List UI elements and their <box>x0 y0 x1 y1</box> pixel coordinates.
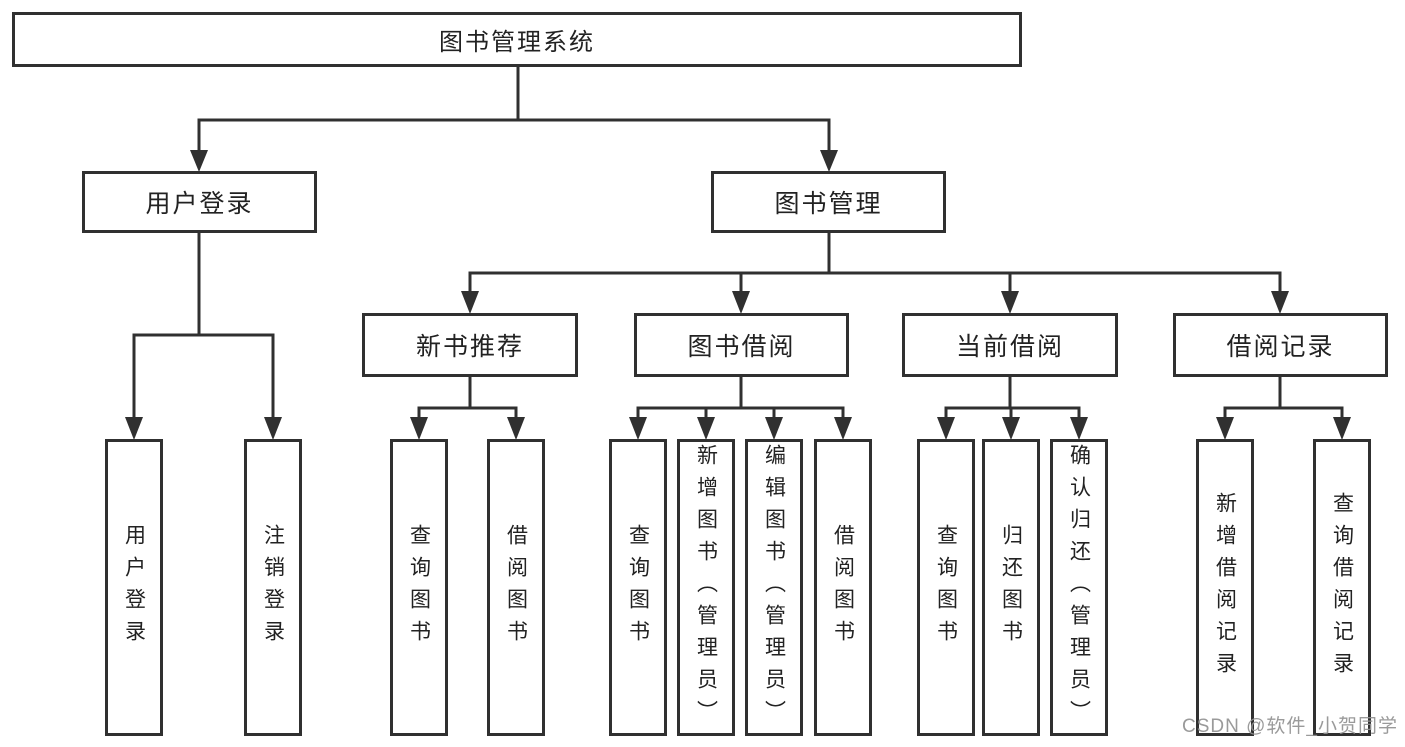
leaf-user-login-label: 用户登录 <box>122 523 146 652</box>
arrowhead <box>937 417 955 440</box>
leaf-query-book-borrow: 查询图书 <box>609 439 667 736</box>
leaf-borrow-book-recommend: 借阅图书 <box>487 439 545 736</box>
node-book-management-label: 图书管理 <box>774 190 883 218</box>
leaf-edit-book-admin-label: 编辑图书（管理员） <box>762 443 786 732</box>
node-new-book-recommend-label: 新书推荐 <box>415 333 524 361</box>
node-current-borrow: 当前借阅 <box>902 313 1118 377</box>
node-user-login-label: 用户登录 <box>145 190 254 218</box>
arrowhead <box>732 291 750 314</box>
edges-user-login <box>125 233 282 440</box>
leaf-borrow-book-label: 借阅图书 <box>831 523 855 652</box>
node-current-borrow-label: 当前借阅 <box>955 333 1064 361</box>
leaf-query-borrow-record: 查询借阅记录 <box>1313 439 1371 736</box>
arrowhead <box>410 417 428 440</box>
leaf-return-book: 归还图书 <box>982 439 1040 736</box>
edges-borrow-records <box>1216 377 1351 440</box>
leaf-query-book-current: 查询图书 <box>917 439 975 736</box>
arrowhead <box>834 417 852 440</box>
arrowhead <box>629 417 647 440</box>
leaf-query-book-recommend: 查询图书 <box>390 439 448 736</box>
leaf-add-book-admin-label: 新增图书（管理员） <box>694 443 718 732</box>
leaf-return-book-label: 归还图书 <box>999 523 1023 652</box>
arrowhead <box>461 291 479 314</box>
leaf-query-book-current-label: 查询图书 <box>934 523 958 652</box>
arrowhead <box>1333 417 1351 440</box>
arrowhead <box>507 417 525 440</box>
arrowhead <box>1216 417 1234 440</box>
arrowhead <box>1070 417 1088 440</box>
arrowhead <box>264 417 282 440</box>
node-book-borrow-label: 图书借阅 <box>687 333 796 361</box>
edges-new-book-recommend <box>410 377 525 440</box>
edges-book-borrow <box>629 377 852 440</box>
node-book-management: 图书管理 <box>711 171 946 233</box>
leaf-confirm-return-admin: 确认归还（管理员） <box>1050 439 1108 736</box>
arrowhead <box>697 417 715 440</box>
leaf-add-borrow-record-label: 新增借阅记录 <box>1213 491 1237 684</box>
arrowhead <box>820 150 838 172</box>
leaf-borrow-book-recommend-label: 借阅图书 <box>504 523 528 652</box>
leaf-add-book-admin: 新增图书（管理员） <box>677 439 735 736</box>
leaf-logout-label: 注销登录 <box>261 523 285 652</box>
leaf-edit-book-admin: 编辑图书（管理员） <box>745 439 803 736</box>
leaf-logout: 注销登录 <box>244 439 302 736</box>
arrowhead <box>125 417 143 440</box>
node-library-system: 图书管理系统 <box>12 12 1022 67</box>
arrowhead <box>1001 291 1019 314</box>
leaf-confirm-return-admin-label: 确认归还（管理员） <box>1067 443 1091 732</box>
leaf-query-book-borrow-label: 查询图书 <box>626 523 650 652</box>
node-user-login: 用户登录 <box>82 171 317 233</box>
arrowhead <box>765 417 783 440</box>
arrowhead <box>190 150 208 172</box>
node-book-borrow: 图书借阅 <box>634 313 849 377</box>
edges-book-management <box>461 233 1289 314</box>
csdn-watermark: CSDN @软件_小贺同学 <box>1182 716 1398 737</box>
leaf-query-book-recommend-label: 查询图书 <box>407 523 431 652</box>
edges-root-to-level2 <box>190 67 838 172</box>
node-new-book-recommend: 新书推荐 <box>362 313 578 377</box>
leaf-add-borrow-record: 新增借阅记录 <box>1196 439 1254 736</box>
arrowhead <box>1271 291 1289 314</box>
leaf-borrow-book: 借阅图书 <box>814 439 872 736</box>
leaf-user-login: 用户登录 <box>105 439 163 736</box>
node-library-system-label: 图书管理系统 <box>439 29 595 56</box>
node-borrow-records: 借阅记录 <box>1173 313 1388 377</box>
arrowhead <box>1002 417 1020 440</box>
leaf-query-borrow-record-label: 查询借阅记录 <box>1330 491 1354 684</box>
node-borrow-records-label: 借阅记录 <box>1226 333 1335 361</box>
edges-current-borrow <box>937 377 1088 440</box>
